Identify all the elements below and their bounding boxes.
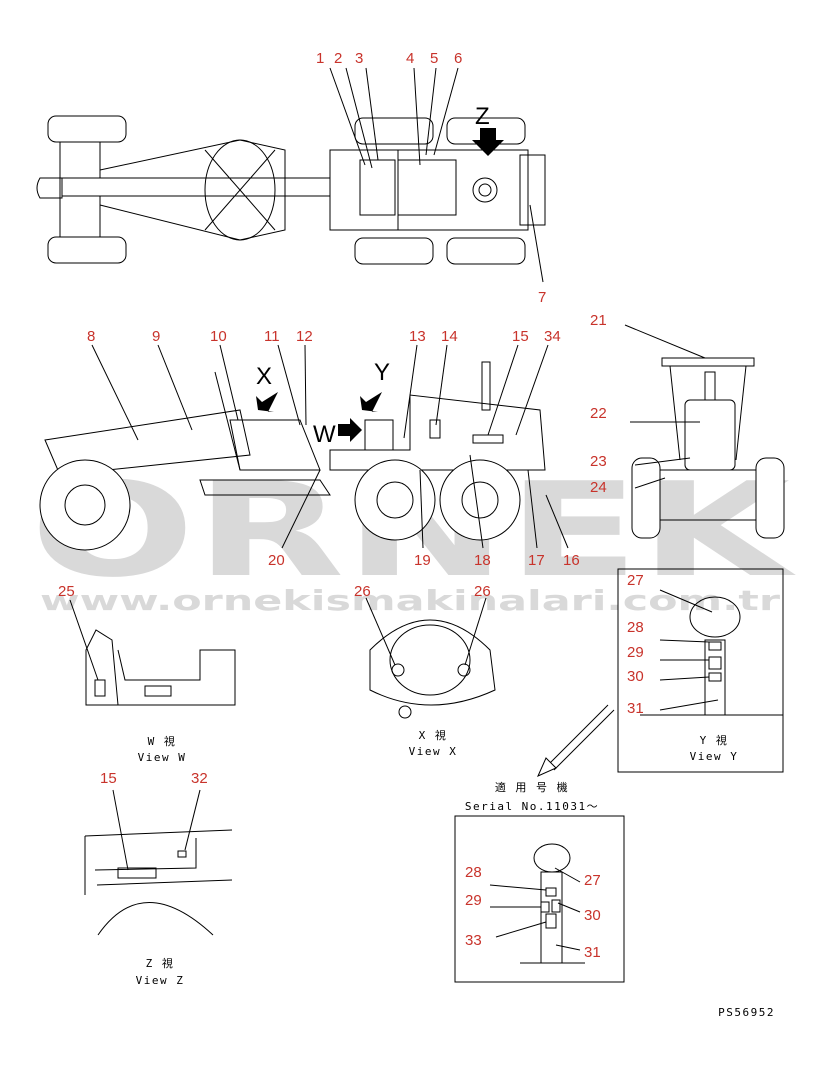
- callout-16: 16: [563, 552, 580, 569]
- callout-28-serial: 28: [465, 864, 482, 881]
- side-view-drawing: [39, 344, 569, 551]
- callout-17: 17: [528, 552, 545, 569]
- callout-5: 5: [430, 50, 438, 67]
- callout-20: 20: [268, 552, 285, 569]
- callout-31-view-y: 31: [627, 700, 644, 717]
- callout-24: 24: [590, 479, 607, 496]
- callout-29-serial: 29: [465, 892, 482, 909]
- callout-11: 11: [264, 328, 280, 345]
- view-letter-w: W: [313, 421, 336, 448]
- callout-30-serial: 30: [584, 907, 601, 924]
- callout-30-view-y: 30: [627, 668, 644, 685]
- callout-6: 6: [454, 50, 462, 67]
- serial-box-drawing: [454, 815, 625, 983]
- callout-9: 9: [152, 328, 160, 345]
- view-y-drawing: [617, 568, 784, 773]
- callout-4: 4: [406, 50, 414, 67]
- caption-view-z-jp: Z 視: [146, 956, 175, 970]
- callout-29-view-y: 29: [627, 644, 644, 661]
- callout-27-serial: 27: [584, 872, 601, 889]
- callout-27-view-y: 27: [627, 572, 644, 589]
- caption-view-y-jp: Y 視: [700, 733, 729, 747]
- callout-2: 2: [334, 50, 342, 67]
- callout-26-right: 26: [474, 583, 491, 600]
- callout-28-view-y: 28: [627, 619, 644, 636]
- callout-32: 32: [191, 770, 208, 787]
- callout-26-left: 26: [354, 583, 371, 600]
- callout-1: 1: [316, 50, 324, 67]
- caption-view-w-en: View W: [138, 751, 187, 764]
- rear-view-drawing: [624, 324, 785, 539]
- view-letter-y: Y: [374, 359, 390, 386]
- callout-33: 33: [465, 932, 482, 949]
- callout-15-view-z: 15: [100, 770, 117, 787]
- pointer-arrow: [537, 704, 615, 777]
- callout-10: 10: [210, 328, 227, 345]
- callout-layer: 1 2 3 4 5 6 7 8 9 10 11 12 13 14 15 34 2…: [58, 50, 644, 961]
- view-z-drawing: [84, 789, 233, 936]
- caption-view-z-en: View Z: [136, 974, 185, 987]
- callout-31-serial: 31: [584, 944, 601, 961]
- callout-21: 21: [590, 312, 607, 329]
- watermark-url: www.ornekismakinalari.com.tr: [40, 584, 780, 617]
- callout-18: 18: [474, 552, 491, 569]
- callout-22: 22: [590, 405, 607, 422]
- callout-25: 25: [58, 583, 75, 600]
- drawing-number: PS56952: [718, 1006, 775, 1019]
- caption-serial-en: Serial No.11031〜: [465, 800, 599, 813]
- callout-23: 23: [590, 453, 607, 470]
- caption-view-w-jp: W 視: [148, 734, 177, 748]
- callout-7: 7: [538, 289, 546, 306]
- view-letter-z: Z: [475, 103, 490, 130]
- callout-19: 19: [414, 552, 431, 569]
- view-w-drawing: [69, 599, 236, 706]
- view-x-drawing: [365, 597, 496, 719]
- caption-view-x-en: View X: [409, 745, 458, 758]
- callout-34: 34: [544, 328, 561, 345]
- top-view-drawing: [36, 67, 546, 283]
- caption-view-y-en: View Y: [690, 750, 739, 763]
- callout-8: 8: [87, 328, 95, 345]
- caption-serial-jp: 適 用 号 機: [495, 780, 569, 794]
- callout-15: 15: [512, 328, 529, 345]
- caption-view-x-jp: X 視: [419, 728, 448, 742]
- callout-14: 14: [441, 328, 458, 345]
- callout-3: 3: [355, 50, 363, 67]
- callout-12: 12: [296, 328, 313, 345]
- callout-13: 13: [409, 328, 426, 345]
- view-letter-x: X: [256, 363, 272, 390]
